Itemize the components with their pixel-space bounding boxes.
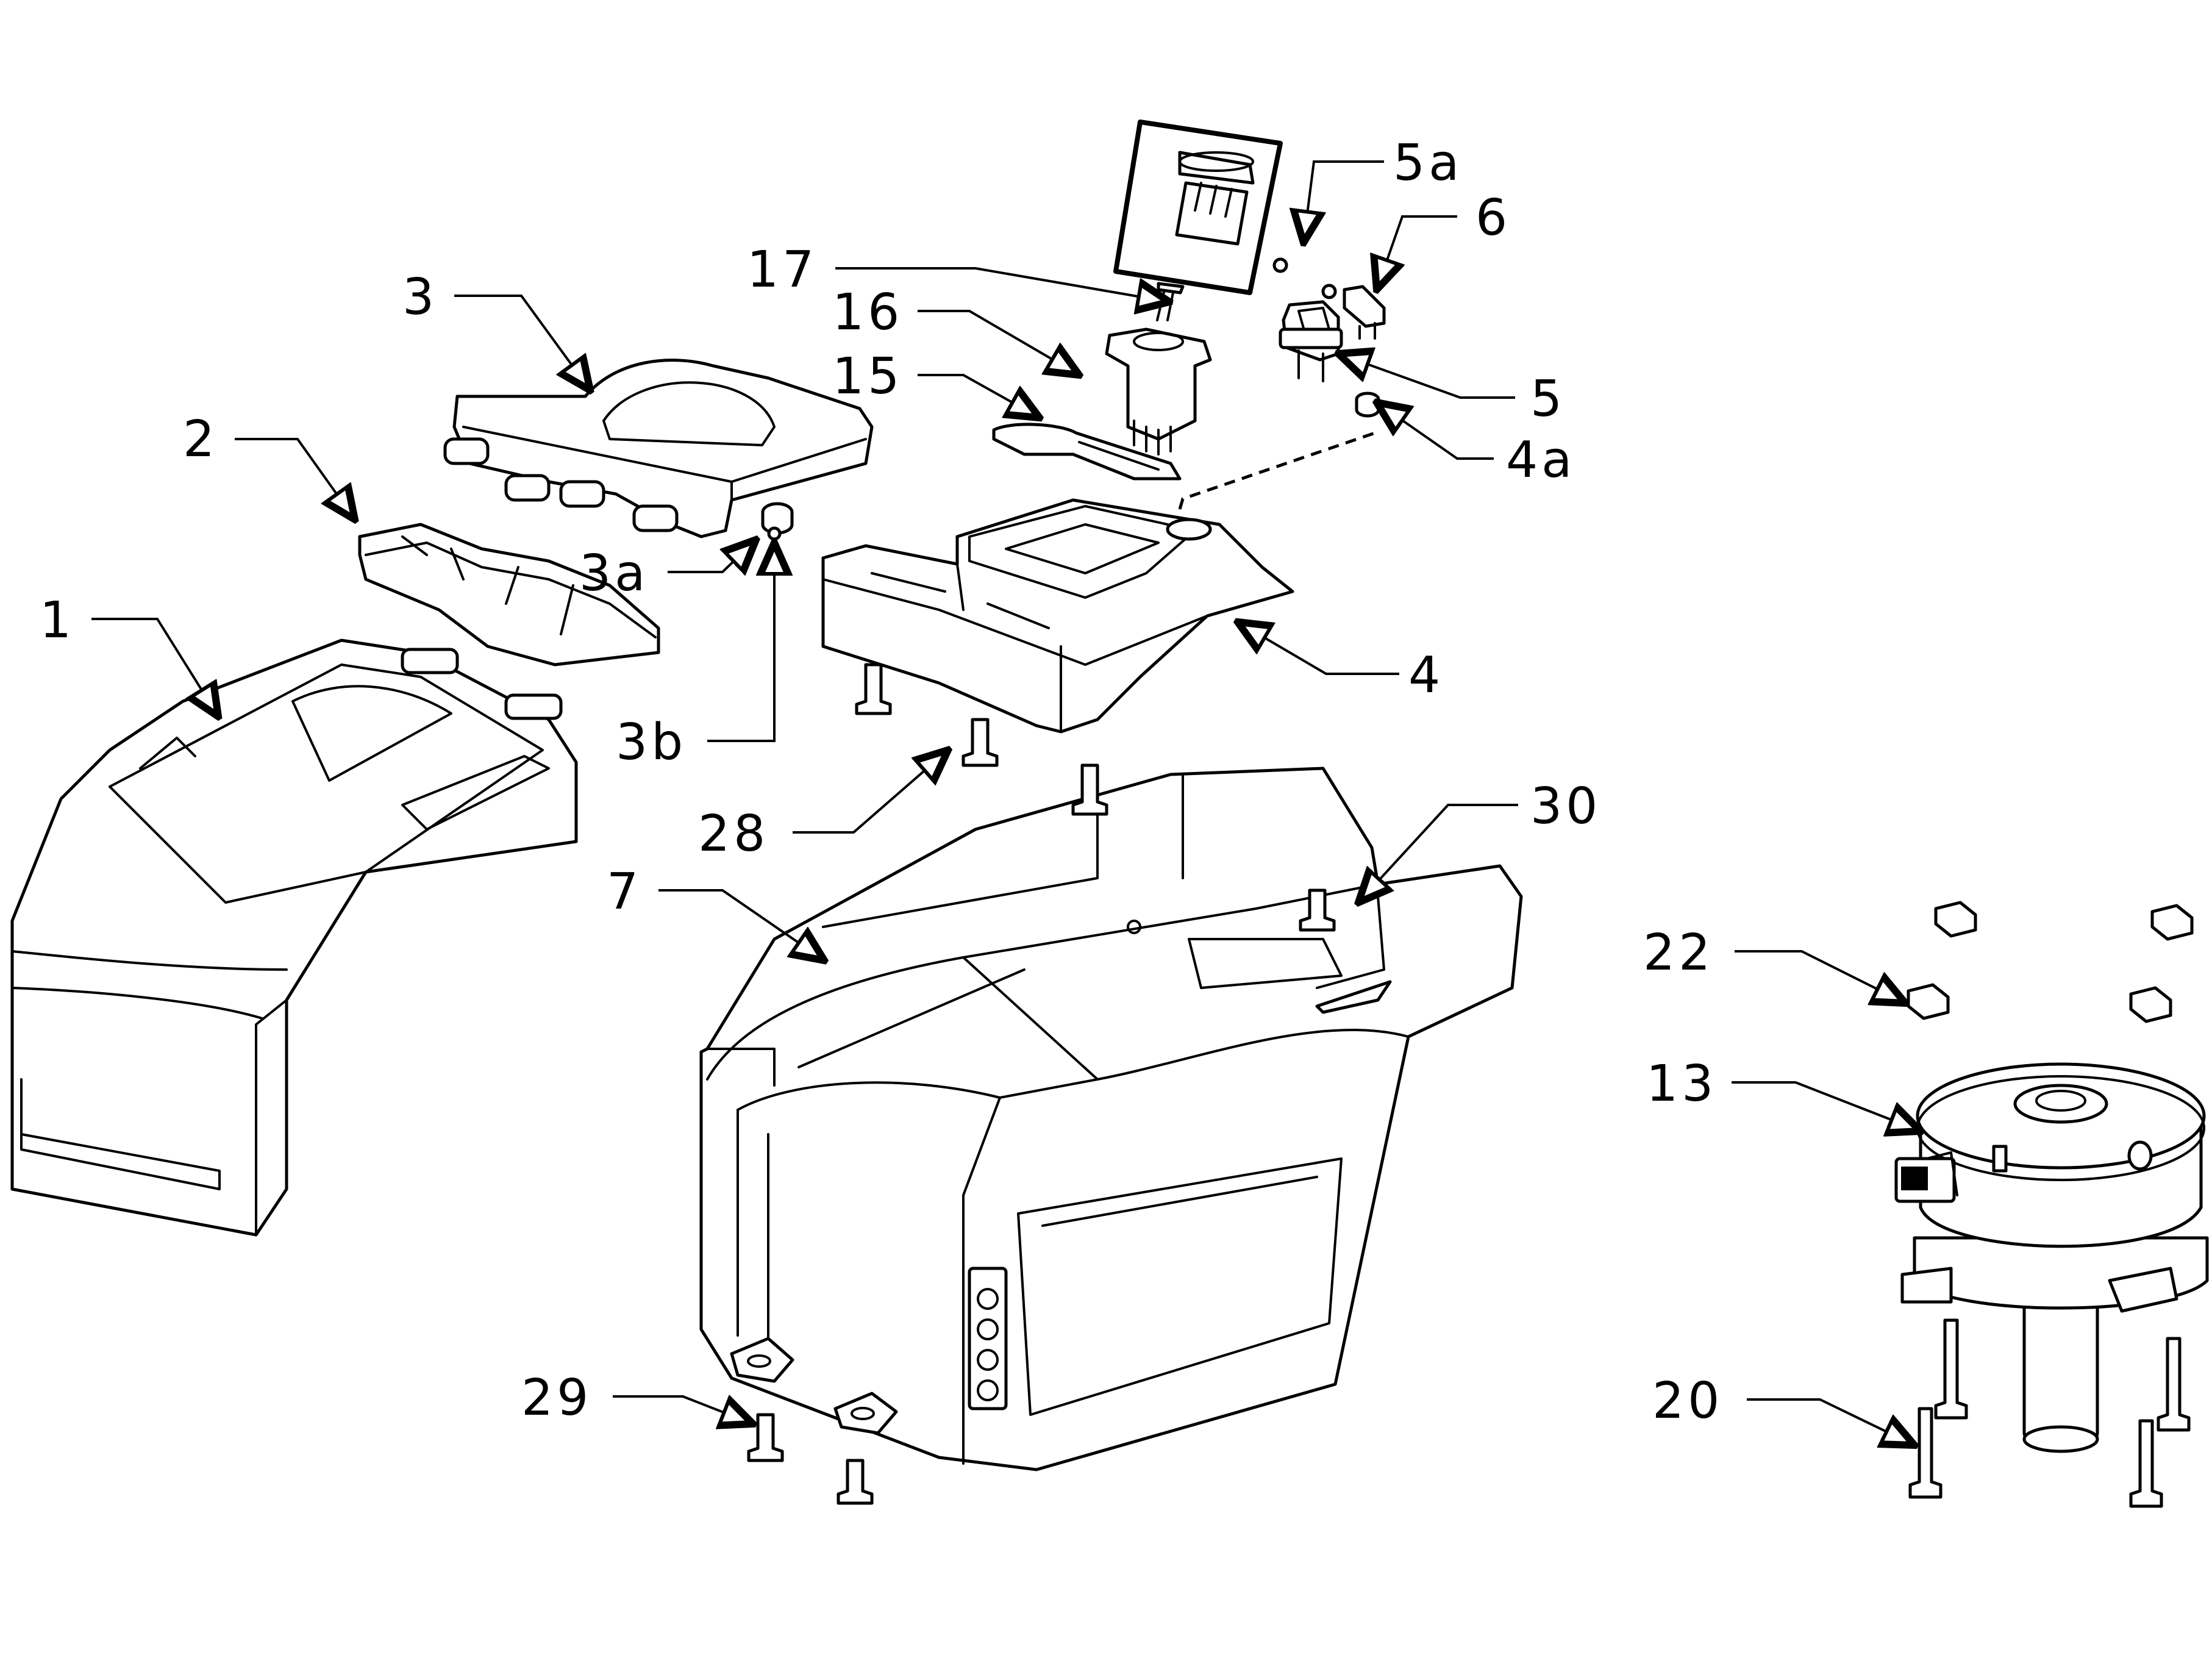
part-4-control-housing [821, 498, 1294, 734]
callout-label-20: 20 [1652, 1372, 1723, 1430]
part-15-key [992, 423, 1182, 481]
callout-label-1: 1 [40, 592, 75, 649]
part-16-ignition-switch [1105, 327, 1212, 456]
part-7-main-shroud [699, 767, 1523, 1471]
part-3-cover-plate [443, 359, 874, 538]
part-13-motor-clutch [1894, 1062, 2209, 1453]
part-17-screws [1156, 282, 1185, 321]
callout-leaders [91, 160, 1921, 1445]
part-6-fuse [1343, 285, 1386, 340]
callout-label-7: 7 [607, 863, 642, 921]
inset-ignition-switch-detail [1113, 120, 1283, 295]
part-1-front-cover [10, 638, 578, 1237]
part-2-latch-strip [358, 523, 660, 667]
callout-label-4a: 4a [1506, 431, 1575, 489]
part-30-bolt [1299, 888, 1336, 932]
callout-label-28: 28 [698, 805, 769, 863]
callout-label-5: 5 [1530, 370, 1566, 428]
part-3b-screw [767, 526, 782, 541]
callout-label-4: 4 [1408, 646, 1444, 704]
part-5-switch [1279, 300, 1343, 382]
callout-label-5a: 5a [1393, 134, 1463, 192]
callout-label-6: 6 [1475, 189, 1511, 247]
callout-label-15: 15 [832, 348, 903, 406]
callout-label-2: 2 [183, 410, 218, 468]
part-3a-washer [761, 502, 794, 535]
part-20-bolts [1908, 1318, 2191, 1508]
callout-labels: 1 2 3 3a 3b 4 4a 5 5a 6 7 13 15 16 17 20… [40, 134, 1723, 1430]
callout-label-3a: 3a [579, 545, 649, 602]
part-22-nuts [1907, 901, 2194, 1023]
part-29-bolts [747, 1413, 874, 1505]
callout-label-16: 16 [832, 284, 903, 341]
callout-label-13: 13 [1646, 1055, 1717, 1113]
part-5a-screw [1272, 257, 1337, 299]
part-4a-bushing [1355, 391, 1380, 418]
dashed-guide-line [1178, 431, 1375, 510]
callout-label-30: 30 [1530, 777, 1601, 835]
part-28-bolts [855, 663, 1108, 816]
callout-label-29: 29 [521, 1369, 592, 1427]
callout-label-3: 3 [402, 268, 438, 326]
callout-label-17: 17 [747, 241, 818, 299]
callout-label-3b: 3b [616, 713, 687, 771]
callout-label-22: 22 [1643, 924, 1714, 982]
